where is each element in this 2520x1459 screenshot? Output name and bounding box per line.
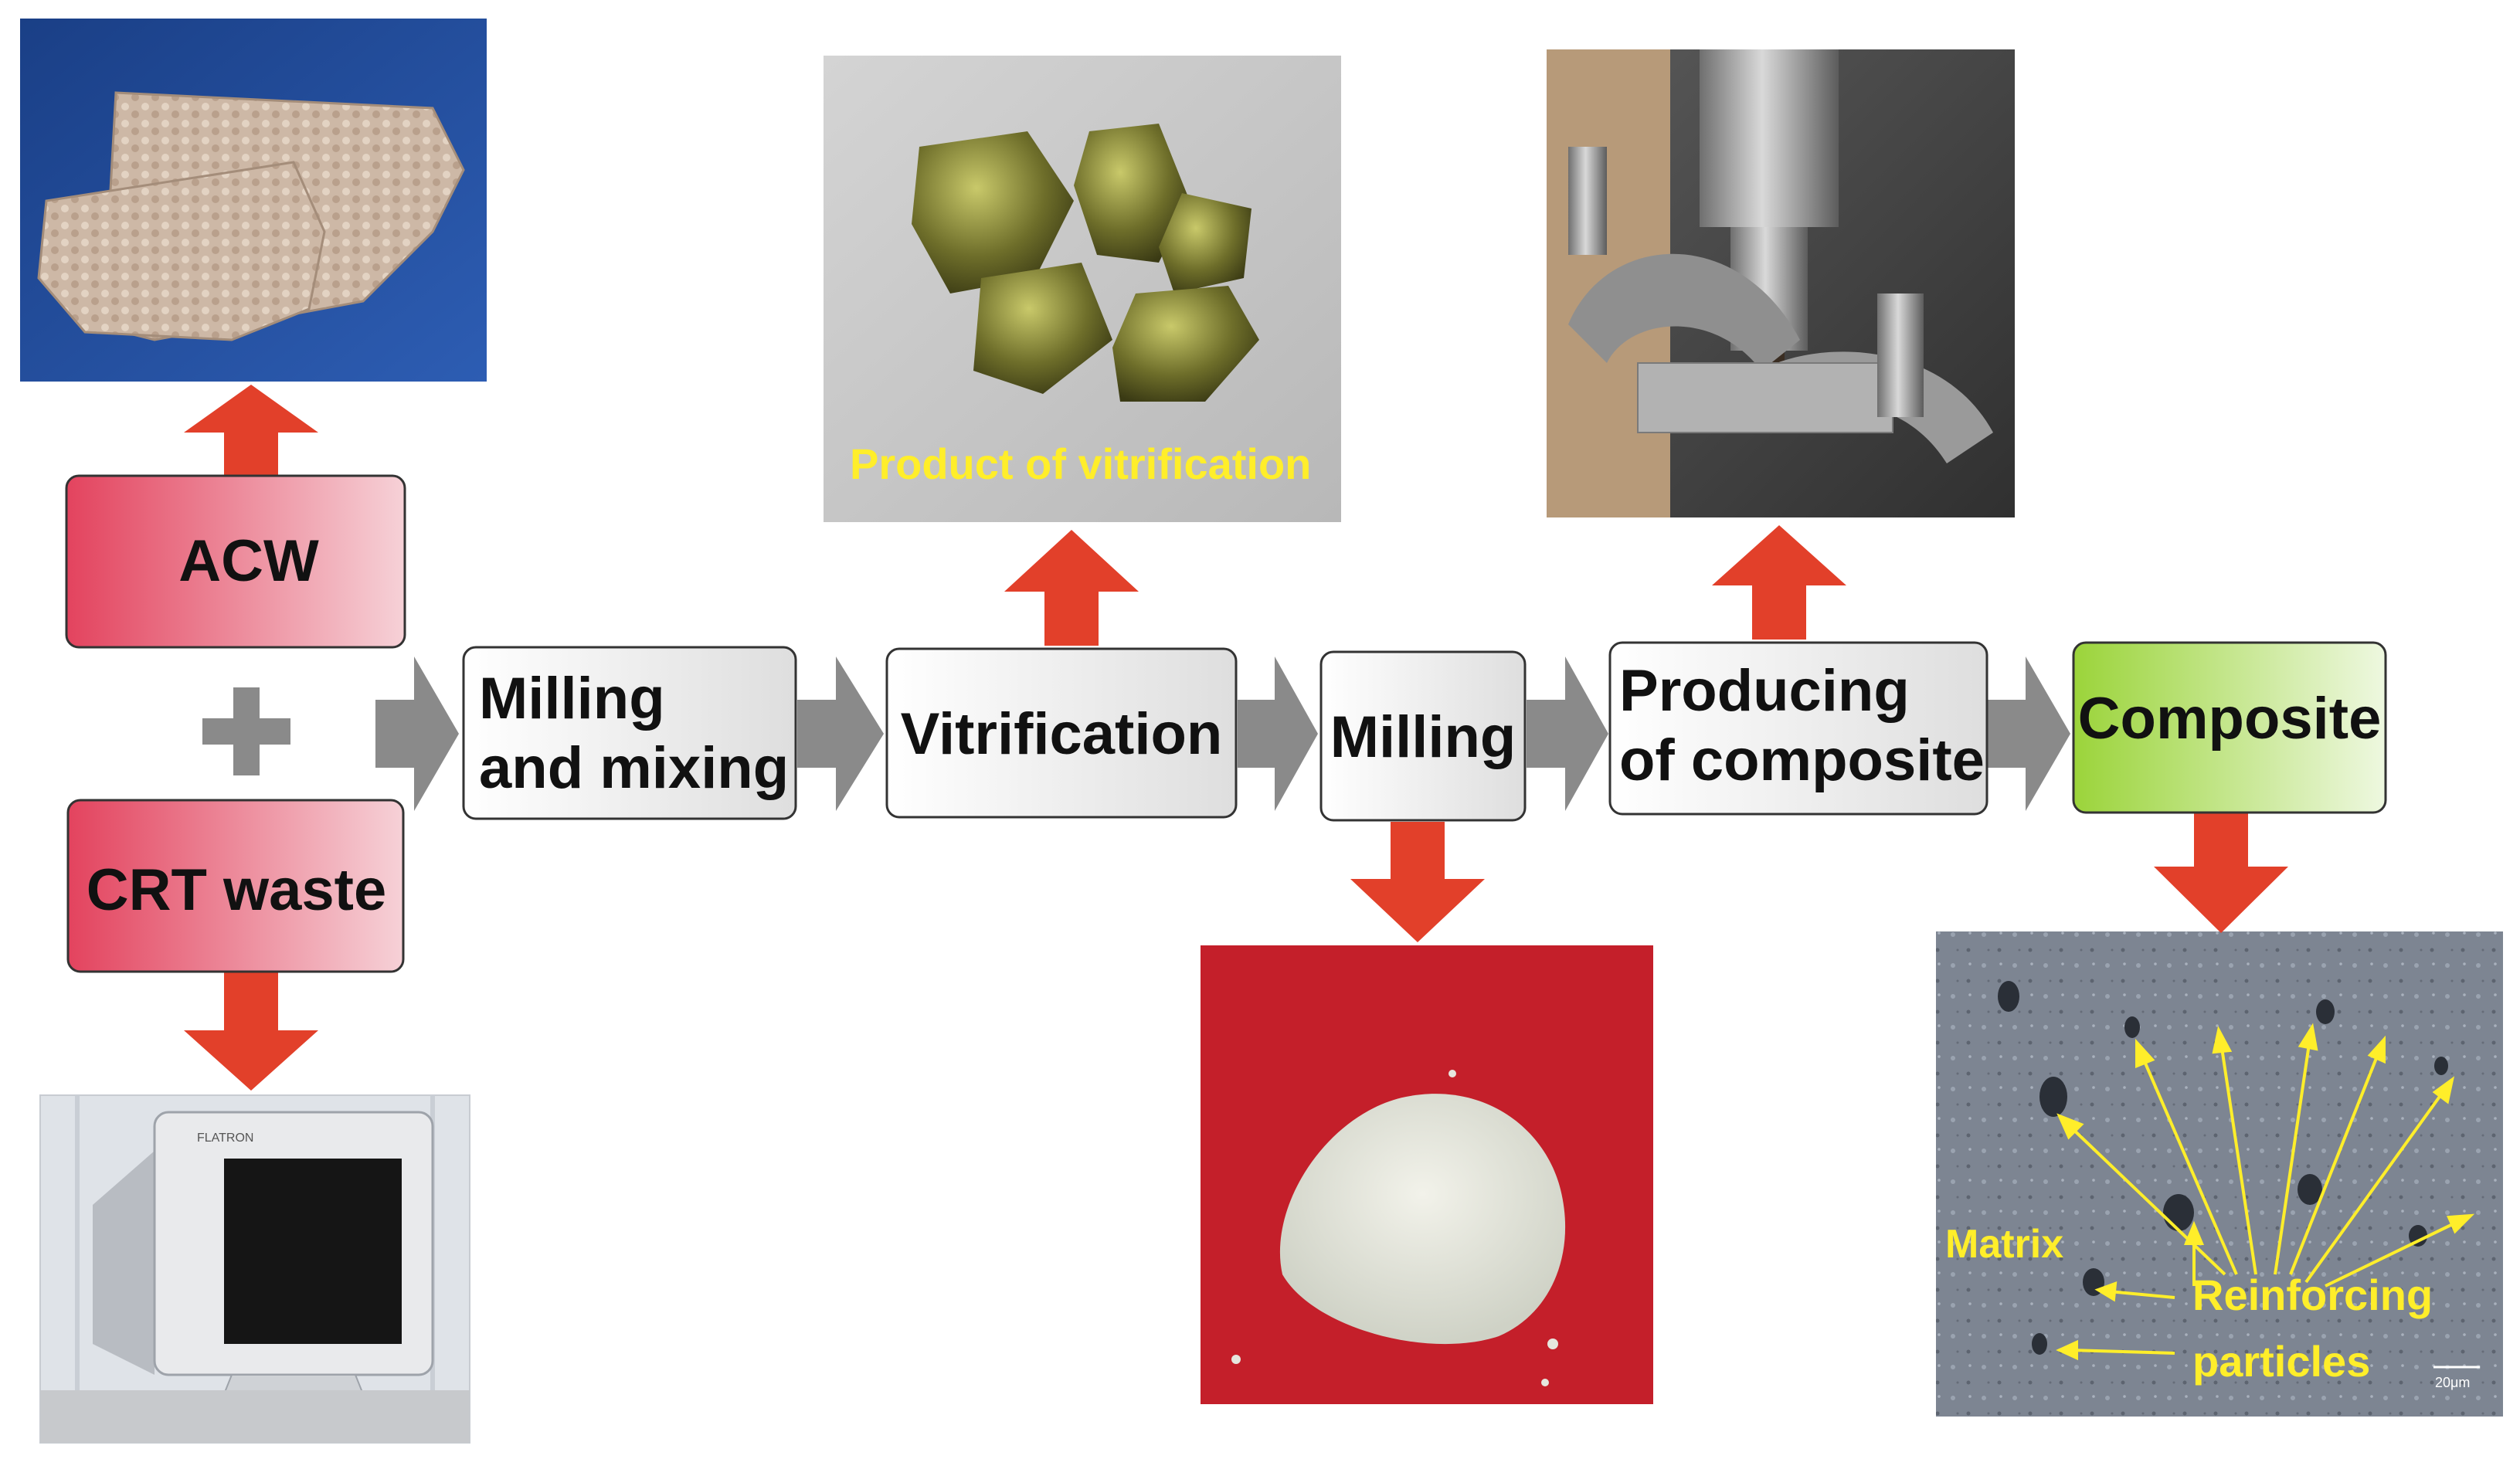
vitrification-box-label: Vitrification xyxy=(901,701,1223,767)
milling-box-label: Milling xyxy=(1330,704,1516,770)
crt-down-arrow xyxy=(184,972,318,1091)
reinforcing-pointer-arrows xyxy=(2056,1023,2475,1361)
scale-bar-label: 20μm xyxy=(2435,1375,2470,1390)
producing-of-composite-label-line1: Producing xyxy=(1619,658,1910,724)
crt-waste-box-label: CRT waste xyxy=(87,857,387,923)
vitrification-box: Vitrification xyxy=(885,647,1238,819)
process-arrow-1 xyxy=(375,657,459,811)
vitrification-product-caption: Product of vitrification xyxy=(850,439,1311,488)
vitrification-up-arrow xyxy=(1004,530,1139,646)
process-arrow-3 xyxy=(1238,657,1318,811)
milling-down-arrow xyxy=(1350,822,1485,942)
milling-and-mixing-label-line1: Milling xyxy=(479,666,665,731)
crt-monitor-photo: FLATRON xyxy=(39,1094,470,1444)
producing-up-arrow xyxy=(1712,525,1846,640)
acw-box: ACW xyxy=(65,474,406,649)
process-arrow-2 xyxy=(797,657,884,811)
photo-arrows xyxy=(184,385,2288,1091)
composite-micrograph-photo: Matrix Reinforcing particles 20μm xyxy=(1936,931,2503,1417)
composite-down-arrow xyxy=(2154,813,2288,933)
milling-box: Milling xyxy=(1319,650,1527,822)
plus-sign xyxy=(202,687,290,775)
process-arrow-4 xyxy=(1527,657,1608,811)
milling-and-mixing-label-line2: and mixing xyxy=(479,735,789,801)
producing-of-composite-box: Producing of composite xyxy=(1608,641,1988,816)
acw-up-arrow xyxy=(184,385,318,476)
vitrification-product-photo: Product of vitrification xyxy=(824,56,1341,522)
milling-machine-photo xyxy=(1547,49,2015,517)
producing-of-composite-label-line2: of composite xyxy=(1619,728,1985,793)
milling-and-mixing-box: Milling and mixing xyxy=(462,646,797,820)
monitor-brand-label: FLATRON xyxy=(197,1132,253,1145)
reinforcing-caption-line1: Reinforcing xyxy=(2192,1271,2433,1319)
acw-sample-photo xyxy=(20,19,487,382)
acw-box-label: ACW xyxy=(178,528,319,594)
milled-powder-photo xyxy=(1201,945,1653,1404)
composite-box: Composite xyxy=(2072,641,2387,814)
process-arrow-5 xyxy=(1987,657,2070,811)
crt-waste-box: CRT waste xyxy=(66,799,405,973)
process-arrows xyxy=(375,657,2070,811)
reinforcing-caption-line2: particles xyxy=(2192,1337,2370,1386)
matrix-caption: Matrix xyxy=(1945,1222,2063,1267)
composite-box-label: Composite xyxy=(2078,686,2382,752)
